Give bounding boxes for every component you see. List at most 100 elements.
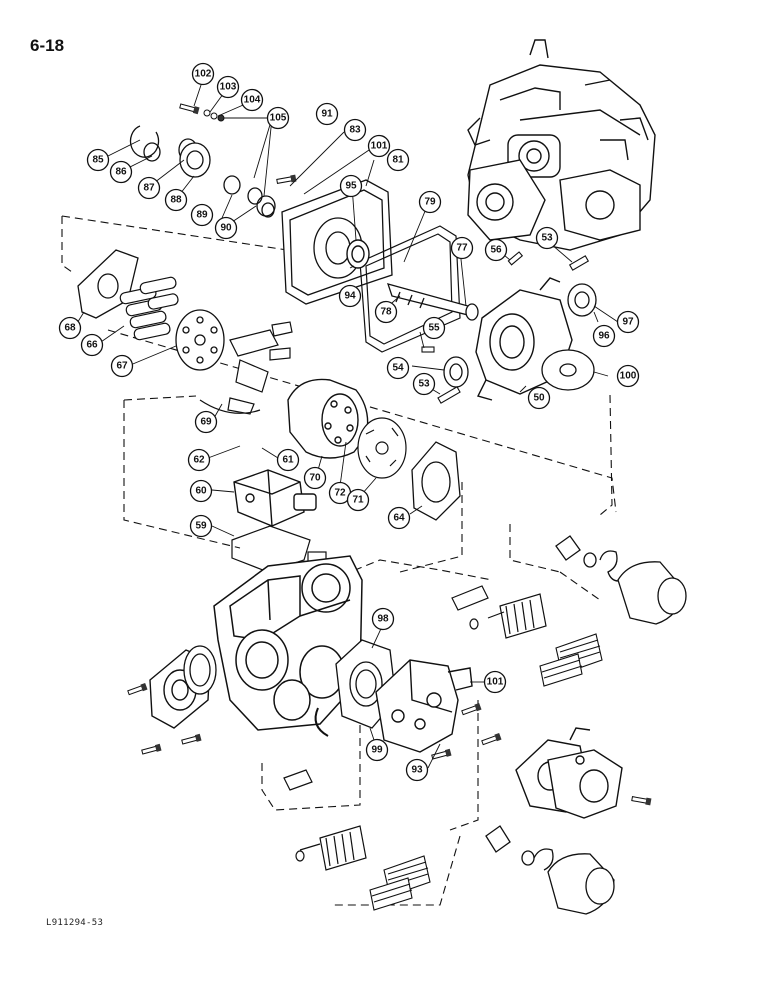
callout-label: 54 <box>392 363 404 374</box>
callout-label: 101 <box>487 677 504 688</box>
seal-97 <box>567 283 597 317</box>
callout-label: 102 <box>195 69 212 80</box>
callout-label: 97 <box>622 317 634 328</box>
callout-62: 62 <box>187 448 211 472</box>
callout-105: 105 <box>266 106 290 130</box>
callout-102: 102 <box>191 62 215 86</box>
spool-lower <box>283 769 367 871</box>
valve-plate-71 <box>357 417 407 479</box>
callout-label: 95 <box>345 181 357 192</box>
callout-label: 79 <box>424 197 436 208</box>
callout-91: 91 <box>315 102 339 126</box>
main-pump-housing <box>213 555 363 731</box>
callout-label: 55 <box>428 323 440 334</box>
callout-97: 97 <box>616 310 640 334</box>
pump-assembly-illustration <box>467 39 656 251</box>
callout-label: 67 <box>116 361 128 372</box>
leader-lines <box>73 81 619 769</box>
callout-87: 87 <box>137 176 161 200</box>
relief-valve-lower <box>485 825 615 915</box>
callout-label: 83 <box>349 125 361 136</box>
callout-104: 104 <box>240 88 264 112</box>
callout-label: 99 <box>371 745 383 756</box>
callout-77: 77 <box>450 236 474 260</box>
callout-53-top: 53 <box>535 226 559 250</box>
callout-label: 85 <box>92 155 104 166</box>
pins-53-55 <box>421 251 590 404</box>
callout-label: 100 <box>620 371 637 382</box>
springs-right <box>539 633 603 687</box>
callout-label: 56 <box>490 245 502 256</box>
callout-68: 68 <box>58 316 82 340</box>
callout-label: 98 <box>377 614 389 625</box>
callout-96: 96 <box>592 324 616 348</box>
callout-85: 85 <box>86 148 110 172</box>
callout-label: 69 <box>200 417 212 428</box>
callout-59: 59 <box>189 514 213 538</box>
callout-79: 79 <box>418 190 442 214</box>
callout-90: 90 <box>214 216 238 240</box>
callout-label: 104 <box>244 95 261 106</box>
figure-reference-code: L911294-53 <box>46 918 104 928</box>
callout-78: 78 <box>374 300 398 324</box>
callout-label: 61 <box>282 455 294 466</box>
callout-label: 50 <box>533 393 545 404</box>
callout-label: 105 <box>270 113 287 124</box>
snap-ring <box>314 707 329 737</box>
callout-label: 94 <box>344 291 356 302</box>
callout-label: 103 <box>220 82 237 93</box>
bolt-set-102 <box>178 102 297 186</box>
callout-label: 86 <box>115 167 127 178</box>
callout-81: 81 <box>386 148 410 172</box>
callout-70: 70 <box>303 466 327 490</box>
callout-103: 103 <box>216 75 240 99</box>
callout-label: 89 <box>196 210 208 221</box>
pistons-66 <box>119 276 179 341</box>
charge-pump-lower <box>515 727 623 819</box>
callout-71: 71 <box>346 488 370 512</box>
callout-50: 50 <box>527 386 551 410</box>
callout-bubbles: 102 103 104 105 91 83 101 81 85 86 87 88… <box>58 62 640 782</box>
page-number: 6-18 <box>30 36 65 55</box>
callout-60: 60 <box>189 479 213 503</box>
callout-label: 87 <box>143 183 155 194</box>
callout-label: 71 <box>352 495 364 506</box>
callout-label: 70 <box>309 473 321 484</box>
callout-98: 98 <box>371 607 395 631</box>
callout-label: 96 <box>598 331 610 342</box>
retainer-plate-67 <box>175 309 225 371</box>
callout-69: 69 <box>194 410 218 434</box>
spool-assembly <box>451 585 547 639</box>
callout-55: 55 <box>422 316 446 340</box>
callout-89: 89 <box>190 203 214 227</box>
callout-101: 101 <box>367 134 391 158</box>
callout-64: 64 <box>387 506 411 530</box>
callout-label: 62 <box>193 455 205 466</box>
seal-ring-left <box>183 645 217 695</box>
control-valve-60 <box>233 469 317 527</box>
callout-67: 67 <box>110 354 134 378</box>
callout-95: 95 <box>339 174 363 198</box>
callout-label: 91 <box>321 109 333 120</box>
relief-valve-upper <box>555 535 687 625</box>
callout-label: 72 <box>334 488 346 499</box>
callout-label: 66 <box>86 340 98 351</box>
callout-label: 90 <box>220 223 232 234</box>
callout-94: 94 <box>338 284 362 308</box>
seals-85-89 <box>129 125 276 218</box>
servo-links <box>199 321 293 415</box>
callout-86: 86 <box>109 160 133 184</box>
springs-lower <box>369 855 431 911</box>
callout-label: 60 <box>195 486 207 497</box>
bearing-95 <box>346 239 370 269</box>
callout-61: 61 <box>276 448 300 472</box>
callout-label: 64 <box>393 513 405 524</box>
callout-label: 53 <box>418 379 430 390</box>
callout-100: 100 <box>616 364 640 388</box>
callout-label: 68 <box>64 323 76 334</box>
cover-plate-81 <box>281 179 393 305</box>
callout-56: 56 <box>484 238 508 262</box>
shaft-78 <box>386 283 479 321</box>
callout-label: 101 <box>371 141 388 152</box>
